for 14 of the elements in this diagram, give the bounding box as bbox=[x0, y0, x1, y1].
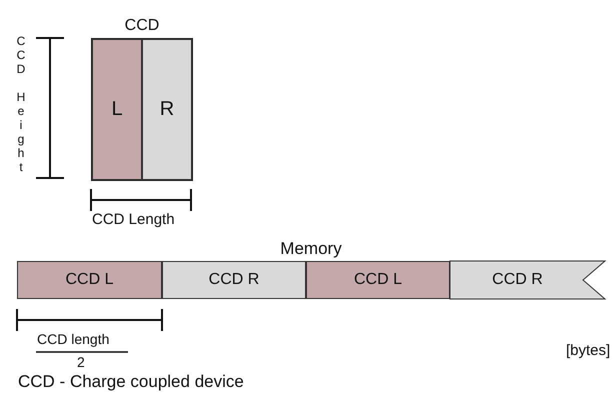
dimension-label: CCD Length bbox=[92, 211, 175, 228]
memory-segment: CCD L bbox=[306, 261, 450, 299]
memory-segment: CCD R bbox=[162, 261, 306, 299]
unit-label: [bytes] bbox=[566, 342, 610, 359]
dimension-label: CCD Height bbox=[14, 34, 28, 174]
dimension-label: CCD length bbox=[37, 331, 110, 347]
memory-segment: CCD R bbox=[450, 261, 605, 299]
ccd-half: R bbox=[142, 39, 192, 180]
caption: CCD - Charge coupled device bbox=[18, 372, 244, 392]
heading-label: CCD bbox=[124, 17, 160, 35]
heading-label: Memory bbox=[279, 239, 343, 259]
memory-segment: CCD L bbox=[17, 261, 162, 299]
ccd-half: L bbox=[92, 39, 142, 180]
dimension-label: 2 bbox=[77, 354, 85, 370]
